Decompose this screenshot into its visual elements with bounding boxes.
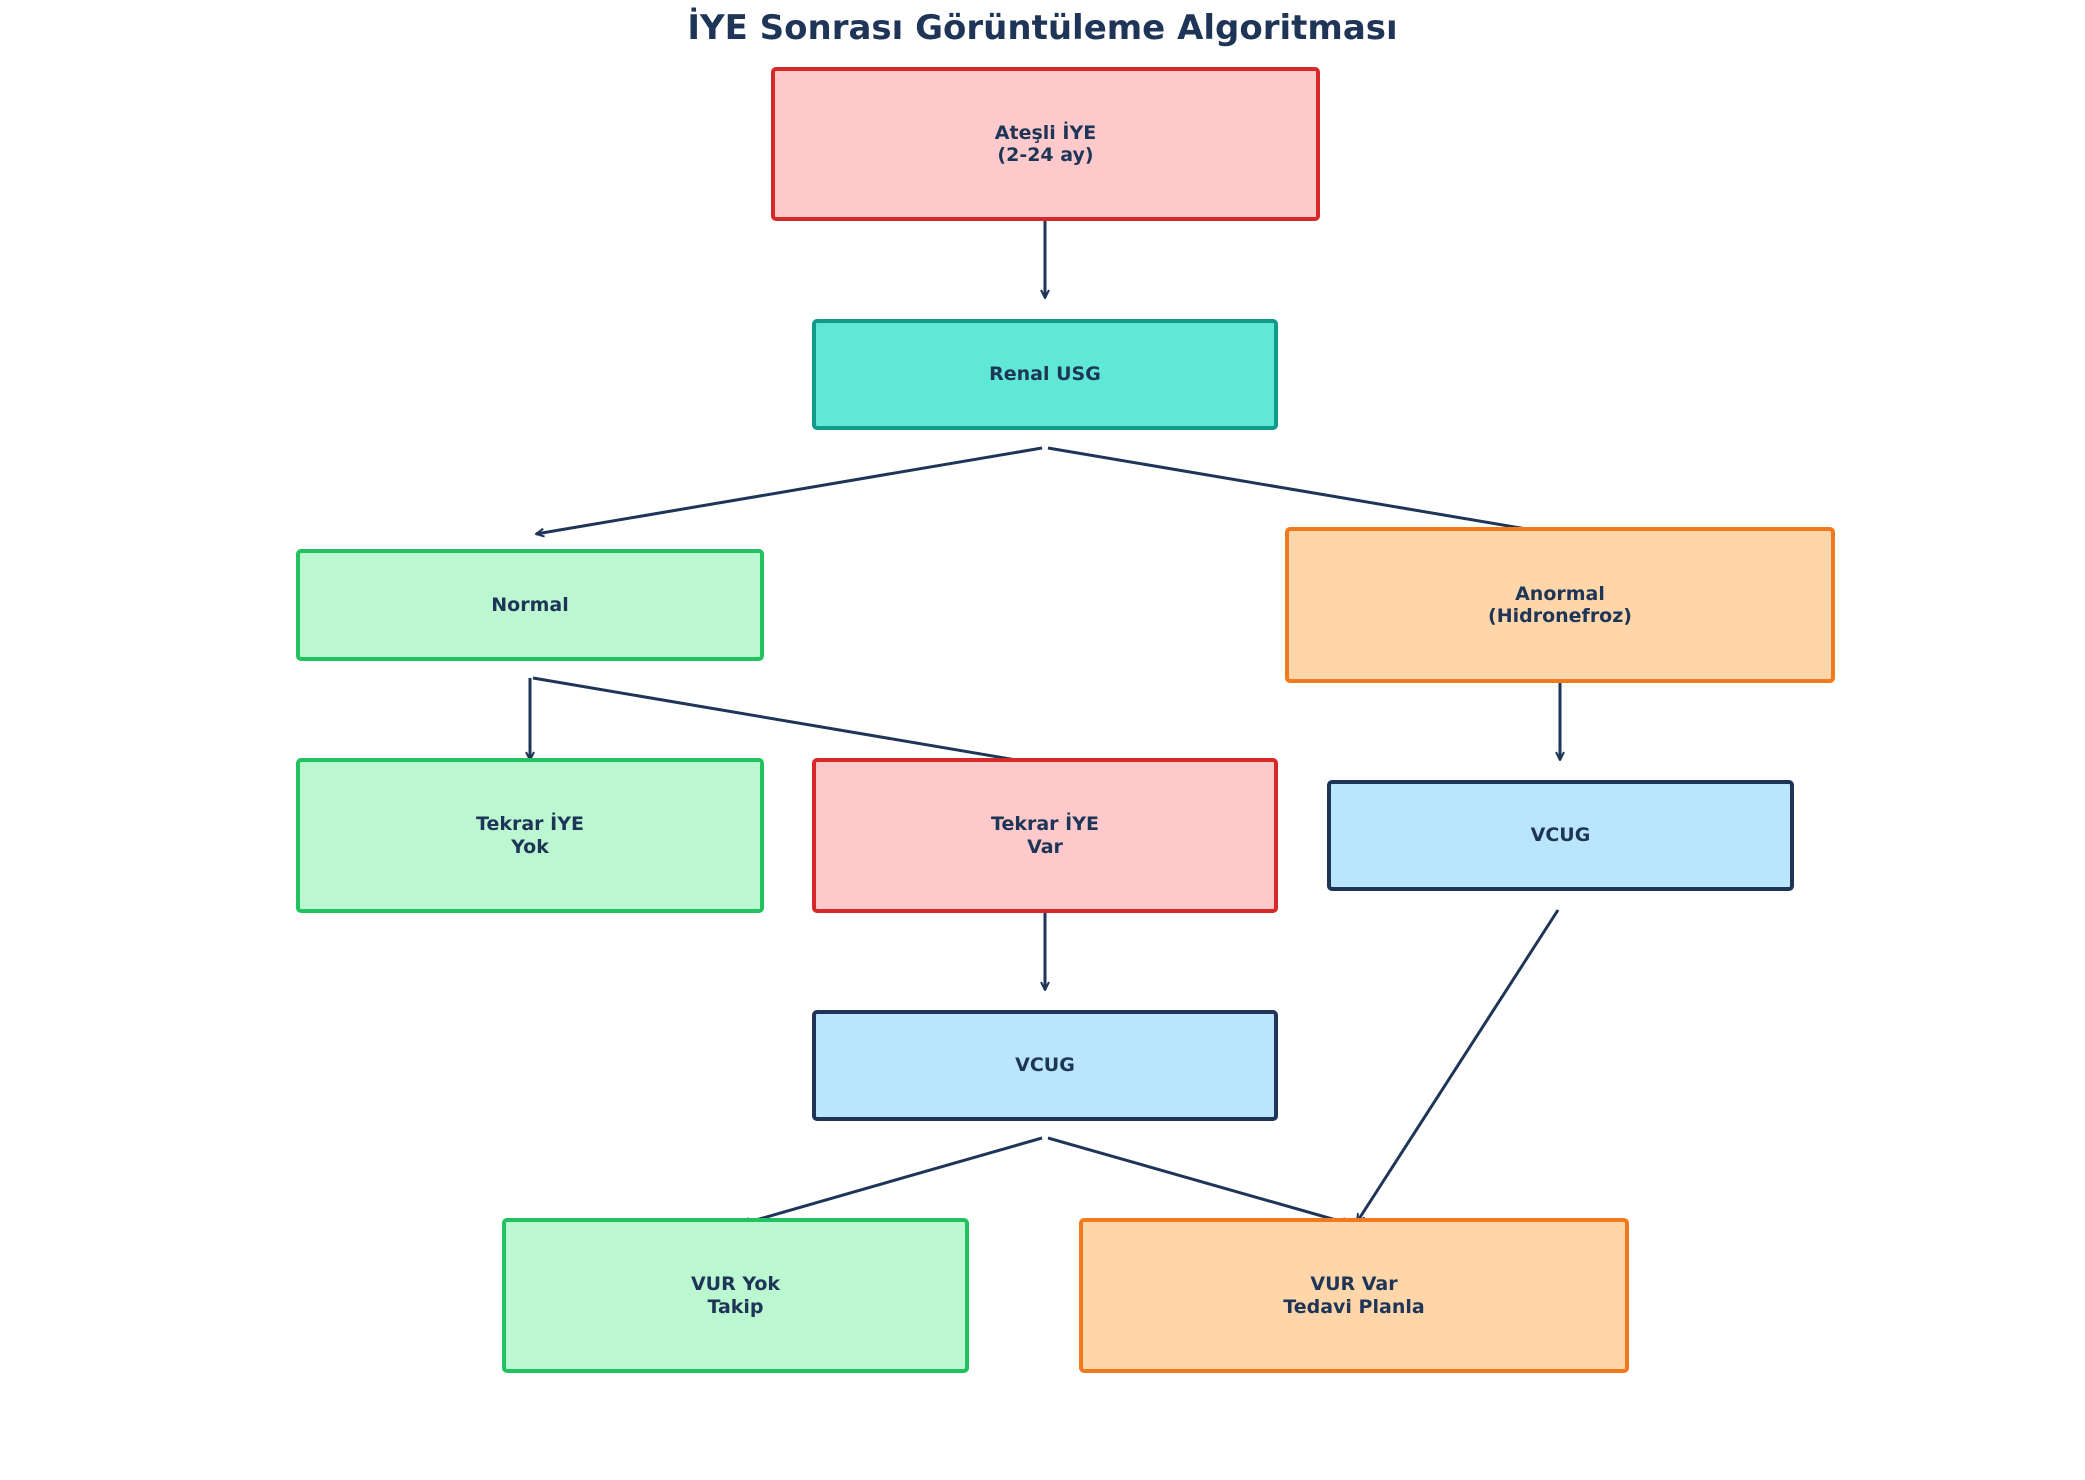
arrow-normal-to-recurrence: [532, 676, 1040, 764]
node-renal-usg: Renal USG: [812, 319, 1278, 430]
arrow-vcug-to-vur: [1047, 1136, 1350, 1224]
node-no-recurrence: Tekrar İYE Yok: [296, 758, 764, 913]
arrow-usg-to-normal: [536, 446, 1043, 534]
diagram-title: İYE Sonrası Görüntüleme Algoritması: [687, 8, 1398, 48]
node-normal: Normal: [296, 549, 764, 661]
arrow-usg-to-abnormal: [1047, 446, 1556, 534]
node-vcug-center: VCUG: [812, 1010, 1278, 1121]
node-vur: VUR Var Tedavi Planla: [1079, 1218, 1629, 1373]
node-recurrence: Tekrar İYE Var: [812, 758, 1278, 913]
node-febrile-uti: Ateşli İYE (2-24 ay): [771, 67, 1320, 221]
node-abnormal: Anormal (Hidronefroz): [1285, 527, 1835, 683]
arrow-vcug-to-no-vur: [742, 1136, 1043, 1224]
node-vcug-right: VCUG: [1327, 780, 1794, 891]
node-no-vur: VUR Yok Takip: [502, 1218, 969, 1373]
arrow-vcug-right-to-vur: [1355, 909, 1560, 1222]
